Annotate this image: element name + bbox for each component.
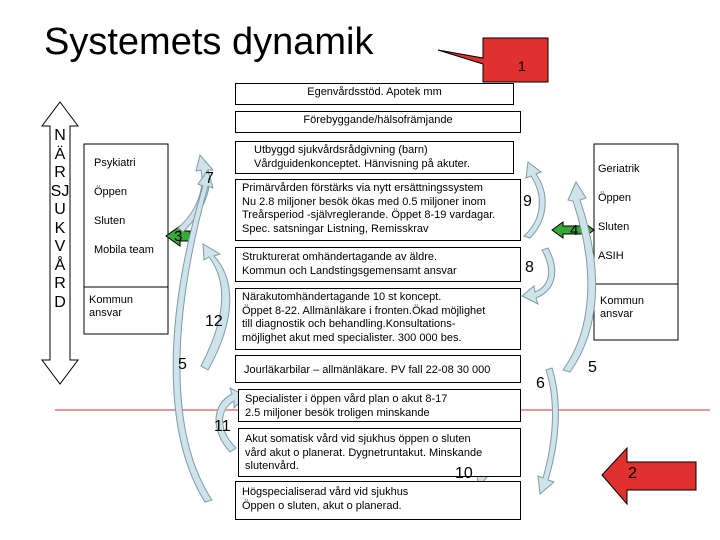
box-akut-somatisk-line-1: Akut somatisk vård vid sjukhus öppen o s… xyxy=(245,433,471,445)
box-akut-somatisk: Akut somatisk vård vid sjukhus öppen o s… xyxy=(238,428,521,477)
box-egenvard: Egenvårdsstöd. Apotek mm xyxy=(235,83,514,105)
curved-arrow-12 xyxy=(200,243,231,371)
box-hogspecialiserad-line-2: Öppen o sluten, akut o planerad. xyxy=(242,499,402,512)
box-sjukvardsradgivning: Utbyggd sjukvårdsrådgivning (barn) Vårdg… xyxy=(235,141,514,174)
right-panel-item-geriatrik: Geriatrik xyxy=(598,163,640,175)
right-panel-item-asih: ASIH xyxy=(598,250,624,262)
marker-9: 9 xyxy=(523,193,532,210)
box-narakut-line-3: till diagnostik och behandling.Konsultat… xyxy=(242,318,456,330)
box-specialister-line-1: Specialister i öppen vård plan o akut 8-… xyxy=(245,393,448,405)
box-narakut-line-2: Öppet 8-22. Allmänläkare i fronten.Ökad … xyxy=(242,304,486,317)
box-primarvard-line-1: Primärvården förstärks via nytt ersättni… xyxy=(242,182,483,194)
curved-arrow-5-right xyxy=(562,180,597,373)
box-primarvard: Primärvården förstärks via nytt ersättni… xyxy=(235,179,521,241)
curved-arrow-5-left xyxy=(172,168,214,503)
marker-10: 10 xyxy=(455,465,473,482)
box-sjukvardsradgivning-line-2: Vårdguidenkonceptet. Hänvisning på akute… xyxy=(254,157,470,170)
right-panel-item-sluten: Sluten xyxy=(598,221,630,233)
marker-12: 12 xyxy=(205,313,223,330)
marker-5-right: 5 xyxy=(588,359,597,376)
box-primarvard-line-3: Treårsperiod -självreglerande. Öppet 8-1… xyxy=(242,209,496,221)
red-left-arrow xyxy=(601,446,697,506)
box-forebyggande-text: Förebyggande/hälsofrämjande xyxy=(303,114,453,126)
box-specialister: Specialister i öppen vård plan o akut 8-… xyxy=(238,389,521,422)
right-panel-item-oppen: Öppen xyxy=(598,192,632,204)
box-egenvard-text: Egenvårdsstöd. Apotek mm xyxy=(307,86,442,98)
marker-8: 8 xyxy=(525,259,534,276)
left-panel-item-oppen: Öppen xyxy=(94,186,128,198)
box-akut-somatisk-line-3: slutenvård. xyxy=(245,460,299,472)
marker-5-left: 5 xyxy=(178,356,187,373)
box-narakut-line-4: möjlighet akut med specialister. 300 000… xyxy=(242,331,462,344)
box-forebyggande: Förebyggande/hälsofrämjande xyxy=(235,111,521,133)
box-narakut-line-1: Närakutomhändertagande 10 st koncept. xyxy=(242,291,442,303)
left-panel-item-mobila-team: Mobila team xyxy=(94,244,154,256)
marker-3: 3 xyxy=(174,228,183,245)
right-panel-kommun-line-1: Kommun xyxy=(600,295,645,307)
box-strukturerat-line-2: Kommun och Landstingsgemensamt ansvar xyxy=(242,264,457,277)
box-sjukvardsradgivning-line-1: Utbyggd sjukvårdsrådgivning (barn) xyxy=(254,144,428,156)
curved-arrow-9 xyxy=(523,161,546,239)
box-akut-somatisk-line-2: vård akut o planerat. Dygnetruntakut. Mi… xyxy=(245,446,483,459)
box-specialister-line-2: 2.5 miljoner besök troligen minskande xyxy=(245,406,430,419)
marker-2: 2 xyxy=(628,465,637,482)
box-hogspecialiserad-line-1: Högspecialiserad vård vid sjukhus xyxy=(242,486,409,498)
right-panel-kommun-line-2: ansvar xyxy=(600,308,634,320)
vertical-double-arrow xyxy=(41,101,79,385)
right-panel-frame xyxy=(593,143,679,341)
marker-4: 4 xyxy=(570,222,579,239)
box-primarvard-line-4: Spec. satsningar Listning, Remisskrav xyxy=(242,222,429,235)
box-hogspecialiserad: Högspecialiserad vård vid sjukhus Öppen … xyxy=(235,481,521,520)
marker-1: 1 xyxy=(518,58,526,74)
left-panel-kommun-line-2: ansvar xyxy=(89,307,123,319)
curved-arrow-6 xyxy=(537,367,559,495)
red-flag-arrow xyxy=(437,37,549,83)
vertical-label: NÄRSJUKVÅRD xyxy=(50,127,70,311)
left-panel-frame xyxy=(83,143,169,335)
box-strukturerat-line-1: Strukturerat omhändertagande av äldre. xyxy=(242,251,438,263)
marker-11: 11 xyxy=(214,418,231,435)
marker-6: 6 xyxy=(536,375,545,392)
box-jourlakarbilar: Jourläkarbilar – allmänläkare. PV fall 2… xyxy=(235,355,521,383)
box-jourlakarbilar-text: Jourläkarbilar – allmänläkare. PV fall 2… xyxy=(244,364,491,376)
box-strukturerat: Strukturerat omhändertagande av äldre. K… xyxy=(235,247,521,282)
marker-7: 7 xyxy=(205,170,214,187)
left-panel-item-sluten: Sluten xyxy=(94,215,126,227)
page-title: Systemets dynamik xyxy=(44,21,374,63)
curved-arrow-8 xyxy=(521,247,556,305)
left-panel-item-psykiatri: Psykiatri xyxy=(94,157,136,169)
left-panel-kommun-line-1: Kommun xyxy=(89,294,134,306)
box-narakut: Närakutomhändertagande 10 st koncept. Öp… xyxy=(235,288,521,350)
box-primarvard-line-2: Nu 2.8 miljoner besök ökas med 0.5 miljo… xyxy=(242,195,486,208)
